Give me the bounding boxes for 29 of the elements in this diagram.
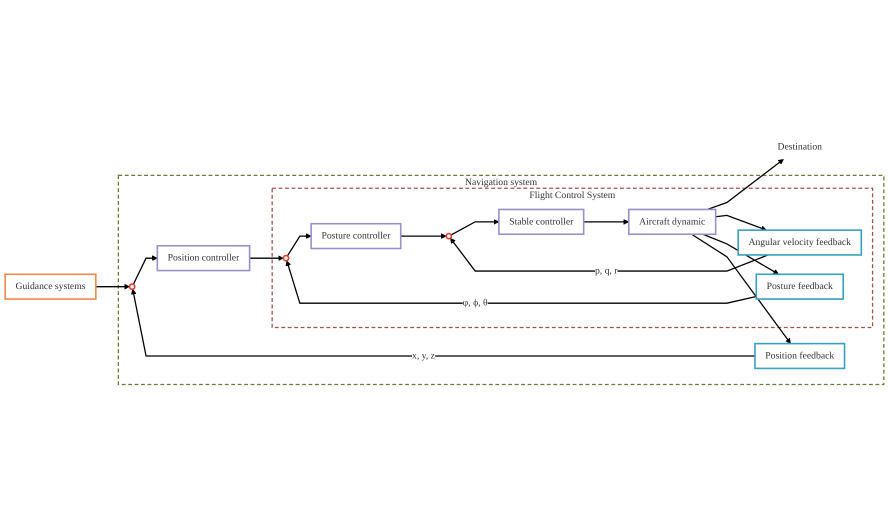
- node-box: Position controller: [156, 244, 250, 272]
- node-box: Aircraft dynamic: [628, 208, 716, 236]
- node-circle: [445, 232, 452, 240]
- arrow: [702, 234, 779, 275]
- edge-label: p, q, r: [594, 266, 618, 276]
- node-circle: [128, 283, 136, 290]
- edge-label: φ, ϕ, θ: [462, 298, 488, 308]
- arrow: [132, 255, 158, 285]
- arrow: [286, 260, 756, 304]
- arrow: [286, 233, 312, 256]
- node-circle: [282, 254, 290, 262]
- node-box: Guidance systems: [4, 273, 97, 300]
- arrow: [250, 255, 284, 261]
- node-text: Destination: [777, 142, 822, 152]
- node-box: Angular velocity feedback: [737, 229, 862, 256]
- arrow: [450, 219, 500, 236]
- arrow: [707, 159, 784, 210]
- arrow: [130, 288, 755, 357]
- arrow: [96, 284, 130, 290]
- node-box: Stable controller: [498, 208, 584, 236]
- node-box: Position feedback: [754, 342, 846, 370]
- arrow: [584, 219, 630, 225]
- arrow: [716, 214, 767, 232]
- arrow: [400, 233, 446, 239]
- arrow: [450, 238, 768, 272]
- node-box: Posture controller: [310, 222, 402, 250]
- arrow: [691, 234, 791, 344]
- edge-label: x, y, z: [412, 350, 435, 361]
- node-box: Posture feedback: [756, 273, 844, 300]
